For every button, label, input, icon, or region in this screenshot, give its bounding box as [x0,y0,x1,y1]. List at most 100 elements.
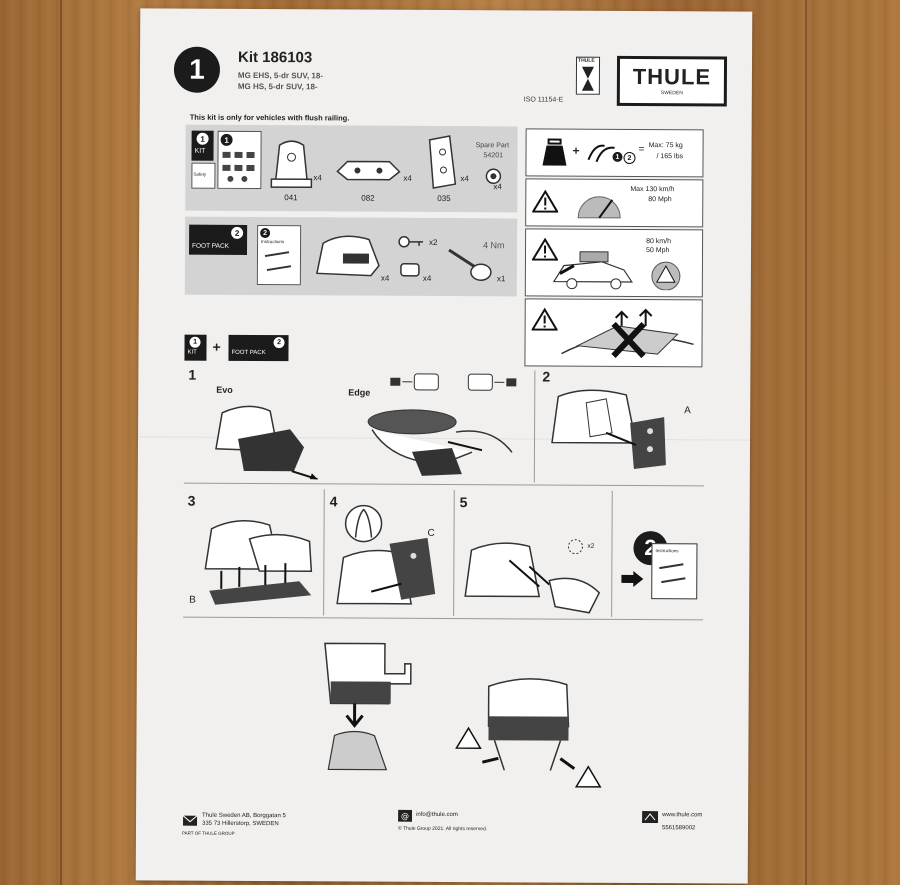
step-number-badge: 1 [173,46,221,93]
roof-bars-icon [587,144,615,163]
foot-instructions-sheet: 2 Instructions [256,225,302,286]
loaded-speed-kmh: 80 km/h [646,238,671,246]
footer-copyright: © Thule Group 2021. All rights reserved. [397,825,488,833]
combo-kit-badge: 1 KIT [184,334,207,361]
warning-triangle-icon [531,307,558,331]
plank-seam [60,0,62,885]
pad-041-illustration [270,140,313,189]
step-3-label-b: B [189,594,196,606]
vehicle-line-2: MG HS, 5-dr SUV, 18- [237,81,318,92]
divider [533,370,536,483]
part-082-code: 082 [361,193,375,203]
step-4-illustration [336,537,436,605]
foot-pack-panel: 2 FOOT PACK 2 Instructions x4 x2 x4 x1 4… [184,216,518,297]
vehicle-line-1: MG EHS, 5-dr SUV, 18- [237,70,324,81]
step-1-edge-label: Edge [348,387,371,398]
thule-logo: THULE SWEDEN [616,55,728,107]
kit-title: Kit 186103 [237,48,313,67]
torque-value: 4 Nm [483,240,505,251]
no-lift-illustration [561,308,694,359]
speed-gauge-warning-icon [651,261,681,291]
key-icon [398,236,424,248]
max-speed-kmh: Max 130 km/h [630,185,675,194]
footer-doc-number: 5561589002 [661,825,696,832]
lock-qty: x4 [422,273,432,283]
hourglass-icon [581,66,594,91]
svg-text:@: @ [401,812,409,821]
step-1-number: 1 [188,366,197,383]
tool-qty: x1 [496,274,506,284]
part-035-code: 035 [437,193,451,204]
divider [323,489,325,616]
parts-overview-illustration [222,151,255,182]
web-icon [642,811,659,824]
foot-pack-badge: 2 FOOT PACK [188,224,248,255]
max-load-kg: Max: 75 kg [648,142,683,150]
part-082-qty: x4 [403,173,412,183]
footer-email: info@thule.com [416,811,458,819]
footer-address-line-1: Thule Sweden AB, Borggatan 5 [202,812,286,820]
part-041-code: 041 [284,193,298,203]
spare-part-label: Spare Part [475,142,510,150]
loaded-speed-mph: 50 Mph [646,247,670,255]
bracket-082-illustration [336,160,401,181]
flush-railing-note: This kit is only for vehicles with flush… [189,112,350,123]
mail-icon [182,815,198,826]
footer-address-line-2: 335 73 Hillerstorp, SWEDEN [202,820,279,828]
iso-label: ISO 11154-E [523,96,564,104]
detail-circle-illustration [344,504,383,543]
weight-icon [542,138,567,166]
max-load-box: + 1 2 = Max: 75 kg / 165 lbs [525,128,704,178]
combo-plus: + [212,338,221,355]
max-speed-mph: 80 Mph [648,196,672,204]
spare-screw-icon [485,168,502,185]
step-2-illustration [551,389,666,469]
step-3-number: 3 [187,492,196,509]
foot-qty: x4 [380,273,390,283]
divider [611,490,613,617]
step-4-number: 4 [329,493,338,510]
evo-foot-illustration [215,405,319,480]
warning-triangle-icon [531,237,559,261]
combo-foot-badge: 2 FOOT PACK [228,334,289,362]
bars-illustration [659,563,686,584]
plank-seam [805,0,807,885]
lock-cylinder-icon [400,263,420,277]
kit-badge: 1 KIT [191,130,214,161]
lock-swap-illustration [390,373,517,391]
step-1-evo-label: Evo [216,384,233,395]
part-041-qty: x4 [313,173,322,183]
step-5-illustration [464,542,601,614]
footer-website: www.thule.com [662,812,703,819]
speedometer-icon [577,196,621,219]
step-2-label-a: A [684,405,691,417]
step-5-qty: x2 [587,542,595,550]
part-035-qty: x4 [460,174,469,184]
no-lifting-box [524,298,703,368]
divider [453,490,455,617]
warning-triangle-icon [532,189,559,213]
step-3-illustration [204,520,313,605]
footer-part-of: PART OF THULE GROUP [181,830,235,836]
rotation-icon [567,539,583,555]
plate-035-illustration [428,135,457,189]
car-with-load-illustration [552,251,633,290]
foot-clamp-illustration [455,678,602,788]
email-icon: @ [398,809,413,822]
next-instructions-sheet: Instructions [651,543,698,600]
step-5-number: 5 [459,494,468,511]
spare-part-qty: x4 [493,182,502,192]
instruction-sheet: 1 Kit 186103 MG EHS, 5-dr SUV, 18- MG HS… [135,8,753,884]
max-speed-box: Max 130 km/h 80 Mph [525,178,704,228]
foot-profile-illustration [324,642,412,771]
arrow-right-icon [621,570,644,587]
max-load-lbs: / 165 lbs [656,153,684,161]
certification-badge: THULE [575,56,601,95]
kit-contents-panel: 1 KIT Safety 1 x4 041 x4 082 [185,124,518,213]
spare-part-code: 54201 [483,152,504,160]
step-4-label-c: C [427,527,435,539]
bars-illustration [264,251,292,272]
foot-unit-illustration [315,235,380,277]
edge-foot-hands-illustration [367,409,513,476]
loaded-speed-box: 80 km/h 50 Mph [524,228,704,298]
